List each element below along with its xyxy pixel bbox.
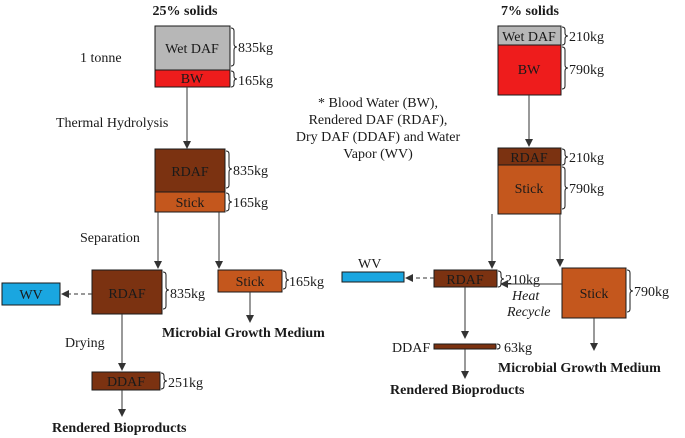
left-title: 25% solids (153, 4, 219, 19)
left-feed-label: 1 tonne (80, 51, 122, 66)
legend-line-4: Vapor (WV) (343, 147, 413, 162)
left-wet-daf-mass: 835kg (238, 41, 273, 56)
left-ddaf-label: DDAF (107, 375, 145, 390)
right-ddaf-box (433, 343, 497, 350)
left-bw-mass: 165kg (238, 74, 273, 89)
right-wet-daf-mass: 210kg (569, 30, 604, 45)
right-rdaf-sep-label: RDAF (446, 273, 484, 288)
right-bw-mass: 790kg (569, 63, 604, 78)
right-stick-label: Stick (515, 182, 544, 197)
left-stick-mass: 165kg (233, 196, 268, 211)
legend-line-2: Rendered DAF (RDAF), (309, 113, 448, 128)
left-stick-box (154, 191, 226, 213)
right-rdaf-sep-bracket (497, 270, 505, 288)
right-bw-bracket (561, 46, 569, 90)
left-stick-sep-label: Stick (236, 275, 265, 290)
right-bw-label: BW (518, 63, 541, 78)
left-rdaf-label: RDAF (171, 165, 209, 180)
right-rdaf-sep-mass: 210kg (505, 273, 540, 288)
right-stick-sep-bracket (626, 269, 634, 313)
right-output-bioproducts: Rendered Bioproducts (390, 383, 525, 398)
right-heat-recycle-2: Recycle (506, 305, 551, 320)
left-ddaf-box (91, 371, 161, 391)
left-step-hydrolysis: Thermal Hydrolysis (56, 116, 168, 131)
right-rdaf-bracket (561, 148, 569, 166)
right-ddaf-mass: 63kg (504, 341, 532, 356)
left-wet-daf-bracket (230, 27, 238, 67)
left-step-drying: Drying (65, 336, 105, 351)
left-rdaf-bracket (225, 150, 233, 189)
left-ddaf-mass: 251kg (168, 376, 203, 391)
right-wet-daf-bracket (561, 26, 569, 46)
right-stick-sep-mass: 790kg (634, 285, 669, 300)
left-bw-box (154, 69, 231, 88)
left-rdaf-sep-bracket (162, 271, 170, 310)
right-wv-label: WV (358, 257, 381, 272)
left-rdaf-mass: 835kg (233, 164, 268, 179)
left-rdaf-sep-mass: 835kg (170, 287, 205, 302)
left-stick-label: Stick (176, 196, 205, 211)
right-ddaf-bracket (496, 343, 501, 350)
left-stick-sep-bracket (282, 270, 290, 290)
left-stick-sep-mass: 165kg (289, 275, 324, 290)
right-rdaf-mass: 210kg (569, 151, 604, 166)
right-stick-sep-box (561, 267, 627, 319)
right-output-medium: Microbial Growth Medium (498, 361, 661, 376)
left-output-medium: Microbial Growth Medium (162, 326, 325, 341)
legend-line-3: Dry DAF (DDAF) and Water (296, 130, 461, 145)
left-bw-bracket (230, 70, 238, 88)
left-wv-box (1, 282, 61, 306)
right-stick-bracket (561, 166, 569, 210)
right-wv-box (341, 271, 405, 283)
left-stick-bracket (225, 192, 233, 212)
right-bw-box (497, 44, 562, 96)
right-wet-daf-label: Wet DAF (502, 30, 556, 45)
left-ddaf-bracket (160, 372, 168, 390)
right-ddaf-label: DDAF (392, 341, 430, 356)
left-rdaf-sep-box (91, 269, 163, 315)
right-rdaf-label: RDAF (510, 151, 548, 166)
right-heat-recycle-1: Heat (511, 289, 540, 304)
left-wet-daf-label: Wet DAF (165, 42, 219, 57)
left-wv-label: WV (19, 288, 42, 303)
left-step-separation: Separation (80, 231, 140, 246)
legend-line-1: * Blood Water (BW), (318, 96, 438, 111)
right-stick-sep-label: Stick (580, 287, 609, 302)
left-output-bioproducts: Rendered Bioproducts (52, 421, 187, 436)
left-rdaf-sep-label: RDAF (108, 287, 146, 302)
right-stick-mass: 790kg (569, 182, 604, 197)
left-wet-daf-box (154, 25, 231, 71)
right-title: 7% solids (501, 4, 560, 19)
right-stick-box (497, 164, 562, 215)
left-bw-label: BW (181, 72, 204, 87)
